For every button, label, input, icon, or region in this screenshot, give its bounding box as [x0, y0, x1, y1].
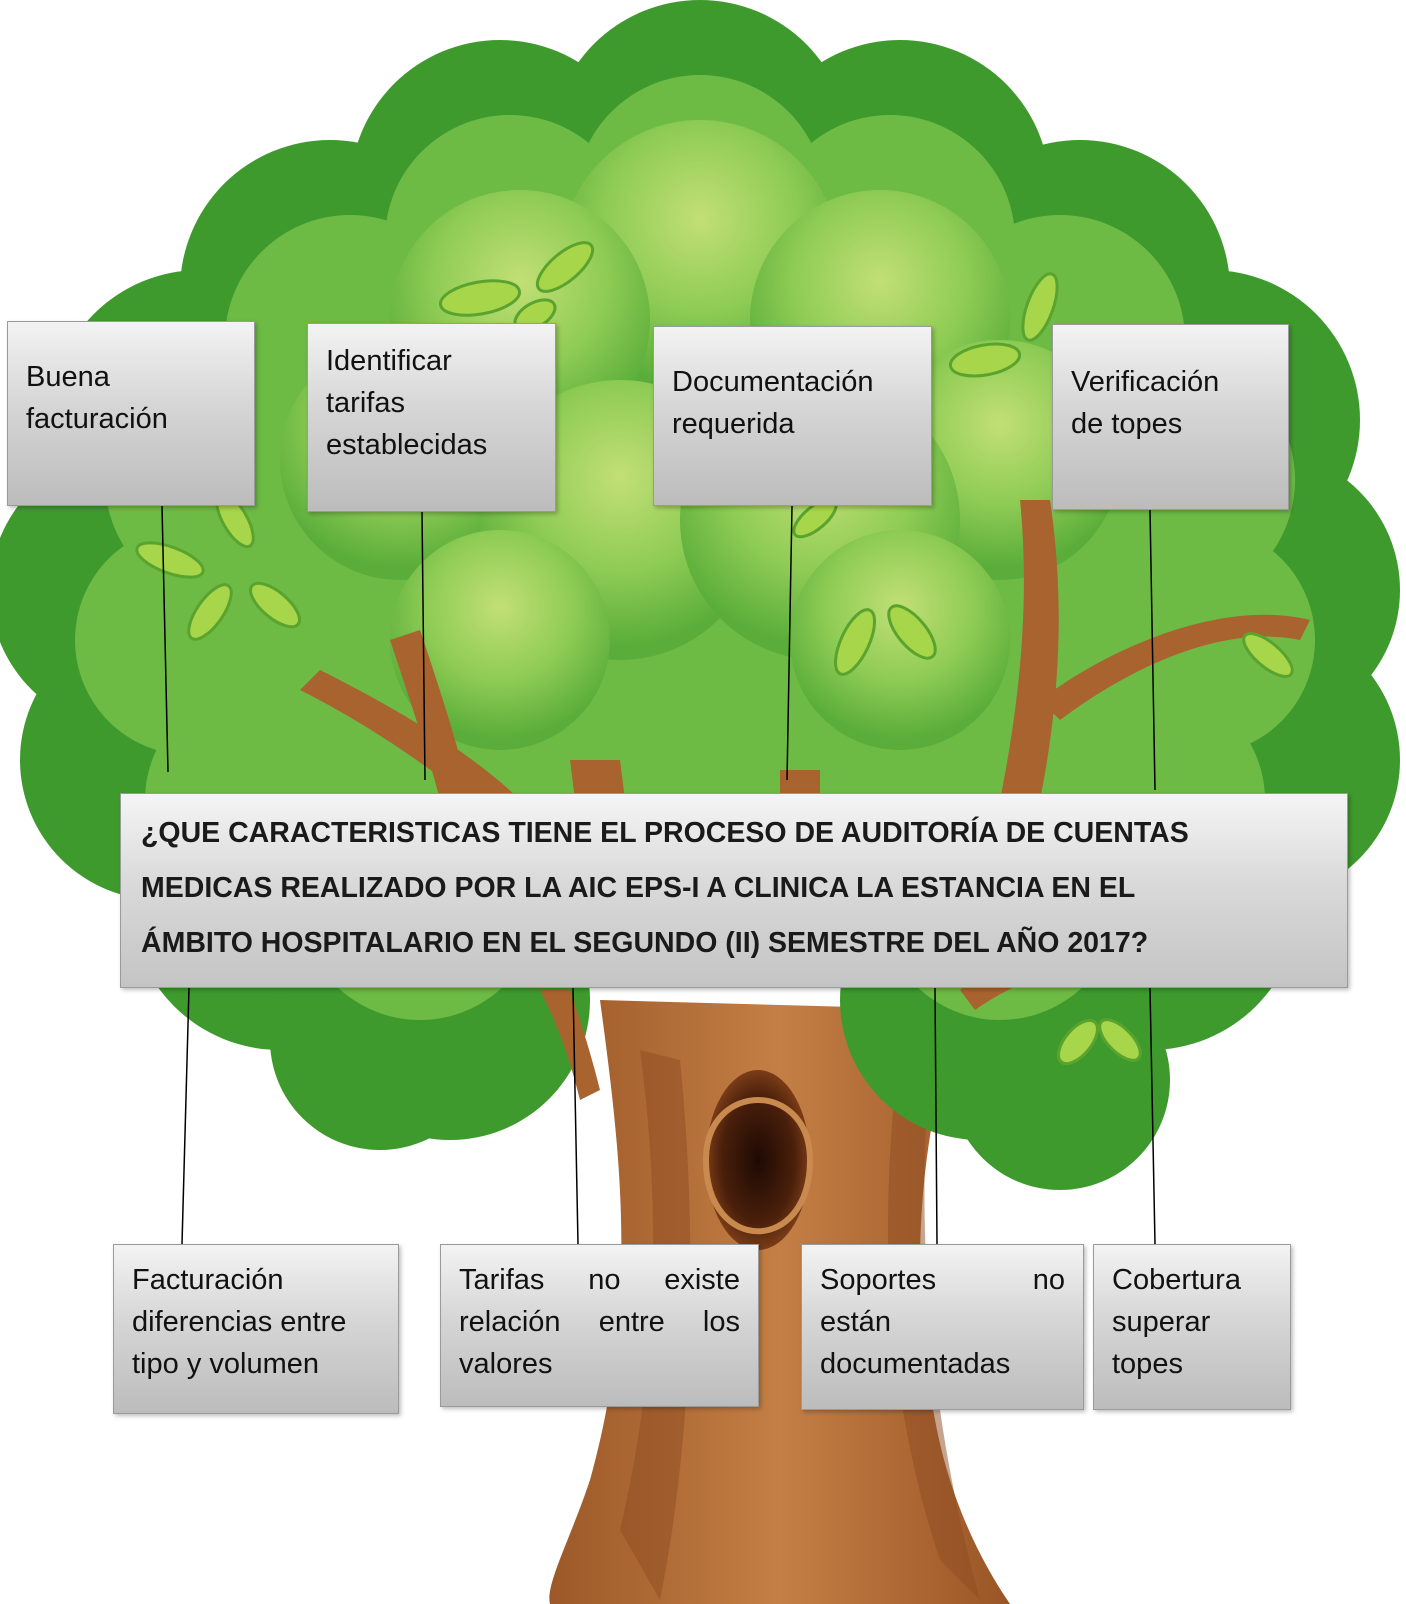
box-line: requerida	[672, 408, 795, 440]
top-box-verificacion-topes: Verificación de topes	[1052, 324, 1289, 510]
connector-line	[934, 987, 938, 1245]
box-line: Buena	[26, 361, 110, 393]
box-line: diferencias entre	[132, 1306, 347, 1338]
box-line: Identificar	[326, 345, 452, 377]
question-line: MEDICAS REALIZADO POR LA AIC EPS-I A CLI…	[141, 872, 1136, 904]
bottom-box-soportes-no-documentadas: Soportes no están documentadas	[801, 1244, 1084, 1410]
bottom-box-cobertura-superar-topes: Cobertura superar topes	[1093, 1244, 1291, 1410]
top-box-identificar-tarifas: Identificar tarifas establecidas	[307, 323, 556, 512]
connector-line	[181, 987, 190, 1245]
connector-line	[786, 505, 793, 781]
bottom-box-tarifas-no-existe: Tarifas no existe relación entre los val…	[440, 1244, 759, 1407]
box-line: Verificación	[1071, 366, 1220, 398]
connector-line	[1149, 987, 1156, 1245]
connector-line	[572, 987, 579, 1245]
branches	[300, 500, 1310, 1100]
box-line: de topes	[1071, 408, 1183, 440]
question-line: ¿QUE CARACTERISTICAS TIENE EL PROCESO DE…	[141, 817, 1189, 849]
box-line: tarifas	[326, 387, 405, 419]
box-line: establecidas	[326, 429, 488, 461]
bottom-box-facturacion-diferencias: Facturación diferencias entre tipo y vol…	[113, 1244, 399, 1414]
hollow-rim	[702, 1097, 814, 1235]
top-box-buena-facturacion: Buena facturación	[7, 321, 255, 506]
leaves	[135, 241, 1294, 1066]
box-line: Documentación	[672, 366, 874, 398]
box-line: Cobertura	[1112, 1264, 1241, 1296]
connector-line	[1149, 509, 1156, 791]
tree-hollow	[706, 1070, 810, 1250]
central-question: ¿QUE CARACTERISTICAS TIENE EL PROCESO DE…	[120, 793, 1348, 988]
box-line: Facturación	[132, 1264, 284, 1296]
top-box-documentacion-requerida: Documentación requerida	[653, 326, 932, 506]
box-line: tipo y volumen	[132, 1348, 319, 1380]
connector-line	[421, 511, 426, 781]
box-line: facturación	[26, 403, 168, 435]
box-line: documentadas	[820, 1348, 1011, 1380]
box-line: Tarifas no existe	[459, 1264, 740, 1296]
box-line: relación entre los	[459, 1306, 740, 1338]
connector-line	[161, 505, 169, 773]
trunk-shade	[888, 1050, 980, 1600]
box-line: Soportes no	[820, 1264, 1065, 1296]
connector-lines	[161, 505, 1156, 1245]
box-line: valores	[459, 1348, 553, 1380]
box-line: están	[820, 1306, 891, 1338]
question-line: ÁMBITO HOSPITALARIO EN EL SEGUNDO (II) S…	[141, 927, 1149, 959]
box-line: superar	[1112, 1306, 1211, 1338]
box-line: topes	[1112, 1348, 1183, 1380]
